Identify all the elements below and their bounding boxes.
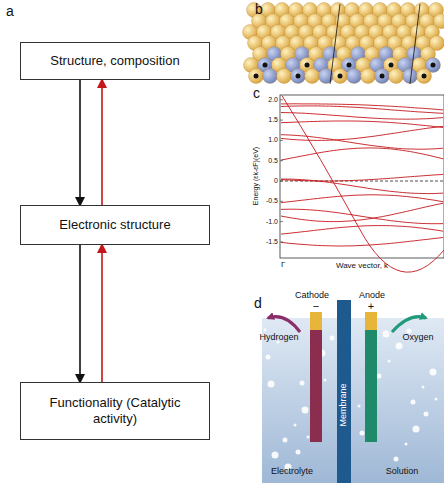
band-plot <box>280 95 444 272</box>
box-text: Electronic structure <box>59 217 170 233</box>
tick-label: -0.5 <box>262 197 278 205</box>
box-text: Functionality (Catalytic activity) <box>45 395 185 428</box>
gas-label: Hydrogen <box>259 333 298 343</box>
tick-label: -1.5 <box>262 238 278 246</box>
arrow <box>79 80 81 205</box>
process-box: Electronic structure <box>20 205 210 245</box>
panel-letter: b <box>255 2 263 17</box>
region-label: Electrolyte <box>271 467 313 477</box>
tick-label: 0 <box>262 177 278 185</box>
membrane-label: Membrane <box>339 383 349 426</box>
tick-label: -1.0 <box>262 218 278 226</box>
arrow <box>101 245 103 382</box>
polarity-sign: + <box>368 300 374 312</box>
tick-label: 2.0 <box>262 96 278 104</box>
surface-model <box>243 3 444 85</box>
axis-title: Energy (εk-εF)(eV) <box>252 147 260 205</box>
tick-label: 0.5 <box>262 157 278 165</box>
gas-label: Oxygen <box>402 333 433 343</box>
panel-letter: d <box>254 296 262 311</box>
electrode-label: Anode <box>359 291 385 301</box>
process-box: Functionality (Catalytic activity) <box>20 382 210 440</box>
arrow <box>79 245 81 382</box>
electrode-label: Cathode <box>295 291 329 301</box>
axis-title: Wave vector, k <box>336 262 388 271</box>
process-box: Structure, composition <box>20 42 210 80</box>
tick-label: 1.5 <box>262 116 278 124</box>
polarity-sign: − <box>313 300 319 312</box>
panel-letter: a <box>6 4 14 19</box>
electrolysis-cell <box>262 300 444 483</box>
tick-label: 1.0 <box>262 136 278 144</box>
axis-tick: Γ <box>281 261 285 270</box>
region-label: Solution <box>386 467 419 477</box>
box-text: Structure, composition <box>50 53 179 69</box>
panel-letter: c <box>253 86 260 101</box>
arrow <box>101 80 103 205</box>
